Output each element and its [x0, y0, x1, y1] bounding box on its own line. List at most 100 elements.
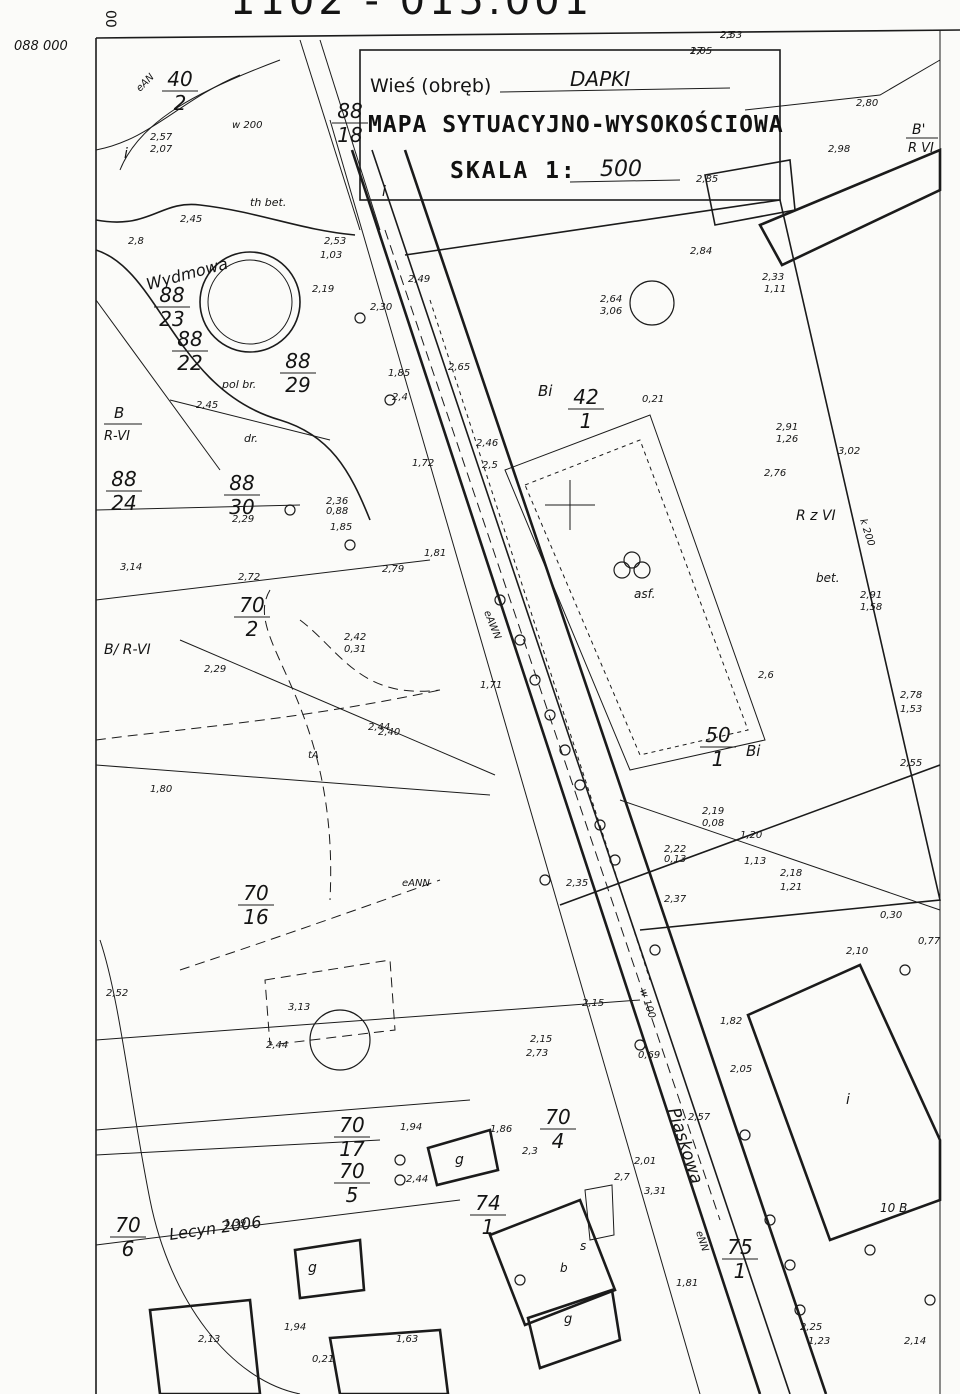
title-stamp: Wieś (obręb) DAPKI MAPA SYTUACYJNO-WYSOK…: [359, 49, 783, 201]
elevation-value: 1,63: [396, 1334, 418, 1345]
elevation-value: 2,15: [582, 998, 604, 1009]
stamp-scale-value: 500: [600, 157, 642, 182]
elevation-value: 2,53: [720, 30, 742, 41]
parcel-numerator: 88: [111, 467, 136, 491]
parcel-denominator: 2: [174, 91, 187, 115]
building-i-1: i: [124, 146, 128, 162]
parcel-numerator: 75: [727, 1235, 752, 1259]
utility-ta: tA: [308, 750, 319, 761]
utility-w100: w 100: [637, 988, 657, 1020]
elevation-value: 2,76: [764, 468, 786, 479]
surface-pol-br: pol br.: [221, 378, 256, 391]
elevation-value: 2,79: [382, 564, 404, 575]
roundabout-wydmowa: [95, 39, 381, 521]
elevation-value: 1,80: [150, 784, 172, 795]
surveyor-signature: Lecyn 2006: [168, 1212, 263, 1244]
elevation-value: 2,53: [324, 236, 346, 247]
parcel-number-40-2: 402: [162, 67, 198, 115]
utility-w200: w 200: [232, 120, 262, 131]
map-frame: [95, 29, 960, 1394]
elevation-value: 2,73: [526, 1048, 548, 1059]
parcel-denominator: 18: [337, 123, 362, 147]
elevation-value: 1,94: [284, 1322, 306, 1333]
elevation-value: 1,05: [690, 46, 712, 57]
parcel-denominator: 1: [580, 409, 593, 433]
elevation-value: 2,07: [150, 144, 173, 155]
parcel-denominator: 6: [122, 1237, 135, 1261]
parcel-numerator: 70: [339, 1159, 364, 1183]
parcel-numerator: 70: [243, 881, 268, 905]
parcel-denominator: 17: [339, 1137, 365, 1161]
parcel-denominator: 16: [243, 905, 268, 929]
elevation-value: 2,80: [856, 98, 878, 109]
elevation-value: 1,58: [860, 602, 882, 613]
parcel-denominator: 29: [285, 373, 310, 397]
elevation-value: 1,21: [780, 882, 802, 893]
stamp-village-label: Wieś (obręb): [370, 75, 491, 97]
elevation-value: 1,39: [224, 1218, 246, 1229]
building-g-2: g: [564, 1312, 572, 1327]
parcel-denominator: 23: [159, 307, 184, 331]
parcel-denominator: 22: [177, 351, 202, 375]
elevation-value: 2,7: [614, 1172, 631, 1183]
elevation-value: 1,94: [400, 1122, 422, 1133]
building-i-3: i: [846, 1092, 850, 1108]
elevation-value: 2,37: [664, 894, 687, 905]
elevation-value: 0,08: [702, 818, 724, 829]
elevation-value: 2,6: [758, 670, 774, 681]
elevation-value: 2,14: [904, 1336, 926, 1347]
elevation-value: 3,14: [120, 562, 142, 573]
elevation-value: 2,91: [776, 422, 798, 433]
land-class-labels: B R-VI B' R VI: [104, 122, 938, 444]
elevation-value: 1,85: [330, 522, 352, 533]
elevation-value: 2,22: [664, 844, 686, 855]
elevation-value: 2,30: [370, 302, 392, 313]
elevation-value: 2,98: [828, 144, 850, 155]
elevation-value: 3,13: [288, 1002, 310, 1013]
elevation-value: 2,4: [392, 392, 408, 403]
elevation-value: 2,55: [900, 758, 922, 769]
parcel-denominator: 4: [552, 1129, 565, 1153]
elevation-value: 2,44: [406, 1174, 428, 1185]
utility-labels: eAN eAWN eANN w 200 w 100 k 200 tA eNN: [134, 71, 876, 1253]
land-class-b-num: B: [114, 404, 124, 422]
elevation-value: 2,8: [128, 236, 144, 247]
buildings-south: [148, 1128, 622, 1394]
parcel-numerator: 88: [177, 327, 202, 351]
building-i-2: i: [382, 184, 386, 200]
surface-th-bet: th bet.: [250, 196, 286, 209]
building-g-1: g: [455, 1152, 464, 1168]
elevation-value: 0,88: [326, 506, 348, 517]
utility-ean: eAN: [134, 71, 157, 94]
elevation-value: 0,77: [918, 936, 941, 947]
elevation-value: 2,46: [476, 438, 498, 449]
utility-eawn: eAWN: [481, 609, 503, 642]
elevation-value: 0,30: [880, 910, 902, 921]
land-use-bi-2: Bi: [746, 742, 761, 760]
elevation-value: 1,82: [720, 1016, 742, 1027]
elevation-value: 2,19: [702, 806, 724, 817]
parcel-number-75-1: 751: [722, 1235, 758, 1283]
elevation-value: 2,3: [522, 1146, 538, 1157]
land-class-b2-den: R VI: [908, 141, 934, 156]
elevation-value: 2,19: [312, 284, 334, 295]
elevation-value: 2,42: [344, 632, 366, 643]
elevation-value: 3,02: [838, 446, 860, 457]
elevation-value: 2,29: [204, 664, 226, 675]
corner-number: 00: [102, 10, 118, 28]
street-wydmowa-label: Wydmowa: [144, 254, 230, 294]
utility-eann: eANN: [402, 878, 430, 889]
elevation-value: 1,23: [808, 1336, 830, 1347]
map-labels: Wydmowa Piaskowa Bi Bi R z VI B/ R-VI as…: [104, 146, 911, 1327]
elevation-value: 1,72: [412, 458, 434, 469]
elevation-value: 1,26: [776, 434, 798, 445]
elevation-value: 3,06: [600, 306, 622, 317]
west-features: [95, 299, 641, 1394]
